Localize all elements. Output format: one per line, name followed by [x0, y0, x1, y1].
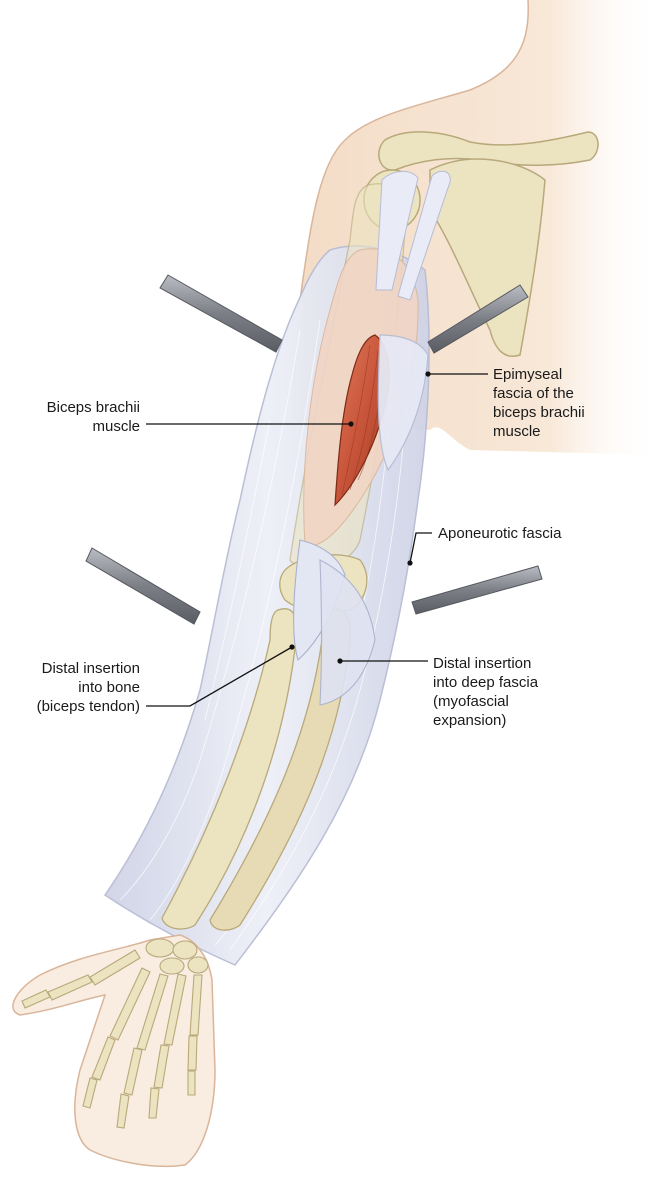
biceps-short-head-tendon — [397, 170, 451, 301]
label-biceps-brachii-muscle-line-1: Biceps brachii — [46, 399, 140, 416]
leader-insertion-bone — [146, 646, 293, 707]
radius — [161, 608, 298, 930]
label-distal-insertion-deep-fascia-line-3: (myofascial — [433, 693, 509, 710]
label-distal-insertion-deep-fascia-line-4: expansion) — [433, 712, 507, 729]
retractor-upper-right — [427, 284, 529, 354]
label-distal-insertion-bone-line-3: (biceps tendon) — [36, 698, 140, 715]
retractor-upper-left — [159, 274, 283, 353]
leader-dots — [289, 371, 431, 664]
myofascial-expansion — [319, 559, 376, 706]
label-biceps-brachii-muscle-line-2: muscle — [92, 418, 140, 435]
label-epimyseal-fascia-line-2: fascia of the — [493, 385, 574, 402]
retractor-lower-left — [85, 547, 201, 625]
label-epimyseal-fascia-line-4: muscle — [493, 423, 541, 440]
label-epimyseal-fascia-line-3: biceps brachii — [493, 404, 585, 421]
epimyseal-fascia-flap — [377, 334, 429, 472]
label-distal-insertion-bone: Distal insertion into bone (biceps tendon) — [12, 659, 140, 716]
label-distal-insertion-deep-fascia: Distal insertion into deep fascia (myofasc… — [433, 654, 633, 730]
leader-lines — [146, 373, 488, 707]
label-distal-insertion-bone-line-2: into bone — [78, 679, 140, 696]
label-epimyseal-fascia: Epimyseal fascia of the biceps brachii musc… — [493, 365, 653, 441]
label-distal-insertion-bone-line-1: Distal insertion — [41, 660, 140, 677]
label-biceps-brachii-muscle: Biceps brachii muscle — [12, 398, 140, 436]
hand-bones — [21, 938, 209, 1129]
leader-aponeurotic-fascia — [409, 532, 432, 564]
biceps-long-head-tendon — [375, 171, 419, 291]
retractor-lower-right — [411, 565, 543, 615]
label-distal-insertion-deep-fascia-line-2: into deep fascia — [433, 674, 539, 691]
clavicle — [378, 131, 599, 171]
label-aponeurotic-fascia-line-1: Aponeurotic fascia — [438, 525, 562, 542]
label-aponeurotic-fascia: Aponeurotic fascia — [438, 524, 638, 543]
scapula — [429, 158, 546, 357]
shoulder-outline — [299, 0, 529, 301]
label-epimyseal-fascia-line-1: Epimyseal — [493, 366, 563, 383]
label-distal-insertion-deep-fascia-line-1: Distal insertion — [433, 655, 532, 672]
